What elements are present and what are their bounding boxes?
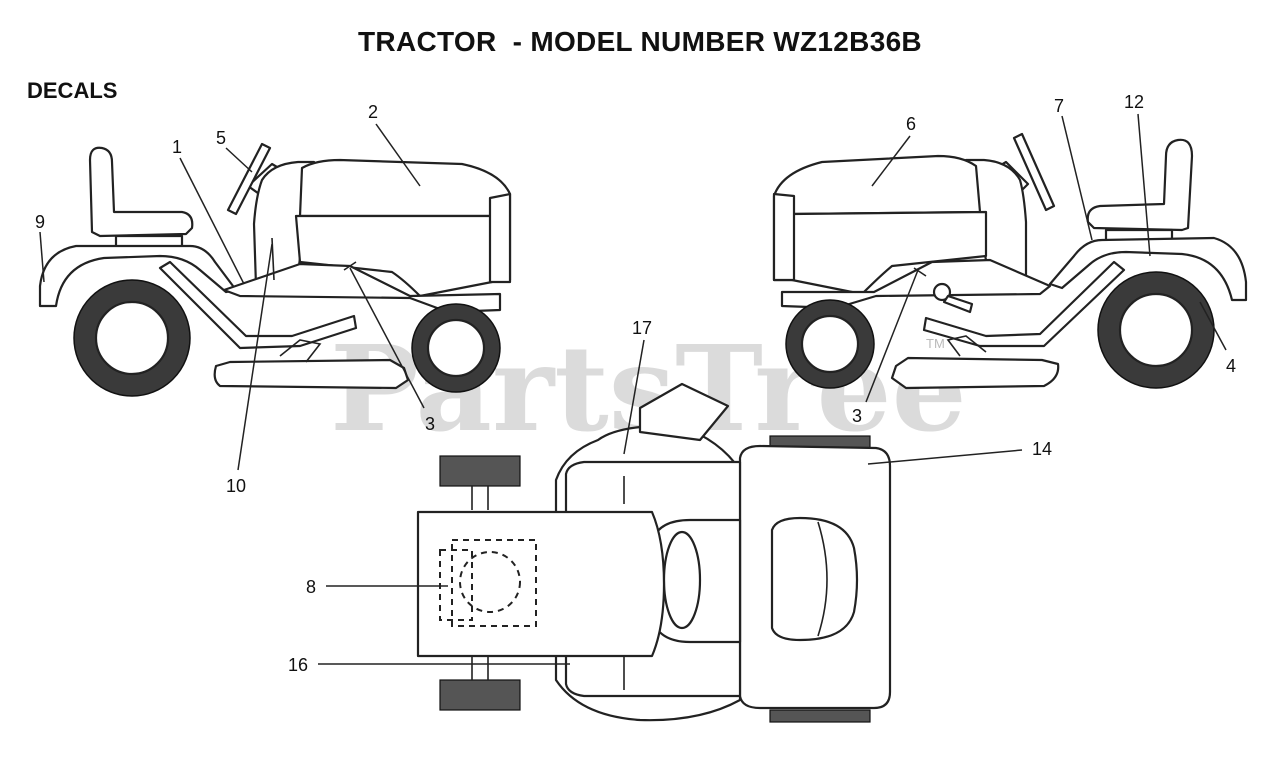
left-front-wheel (411, 303, 501, 393)
left-seat (88, 146, 194, 238)
right-grille (772, 192, 796, 282)
leader-2 (375, 123, 421, 187)
right-lift-lever (932, 282, 974, 314)
top-seat (770, 516, 859, 642)
section-label-decals: DECALS (27, 78, 118, 103)
top-hood-decal-8-outline-inner (439, 549, 473, 621)
right-rear-body (1048, 236, 1248, 302)
top-steering-wheel (662, 530, 702, 630)
left-decal-3-outline (343, 261, 357, 271)
tractor-top-view (416, 382, 892, 723)
top-discharge-chute (638, 382, 730, 442)
top-front-wheel-bottom (439, 679, 521, 711)
right-mower-deck (890, 356, 1060, 390)
leader-5 (225, 147, 253, 173)
leader-10 (237, 243, 273, 471)
right-decal-3-outline (913, 267, 927, 277)
callout-16: 16 (288, 655, 308, 675)
top-hood-decal-8-outline (451, 539, 537, 627)
top-hood (416, 510, 666, 658)
tractor-left-side-view (38, 142, 512, 397)
leader-12 (1137, 113, 1151, 257)
right-seat (1086, 138, 1194, 232)
leader-7 (1061, 115, 1093, 241)
top-front-axle-bottom (471, 656, 489, 680)
right-rear-wheel (1097, 271, 1215, 389)
leader-9 (39, 231, 45, 283)
leader-lines (39, 113, 1227, 665)
right-front-wheel (785, 299, 875, 389)
callout-17: 17 (632, 318, 652, 338)
right-hood-side (790, 210, 988, 296)
leader-17 (623, 339, 645, 455)
left-lower-body (222, 262, 502, 314)
callout-14: 14 (1032, 439, 1052, 459)
top-hood-gas-cap-decal (459, 551, 521, 613)
leader-1 (179, 157, 245, 285)
left-hood-side (294, 214, 494, 298)
tractor-right-side-view (772, 132, 1248, 390)
callout-1: 1 (172, 137, 182, 157)
callout-3-left: 3 (425, 414, 435, 434)
right-lower-body (780, 258, 1052, 310)
watermark-trademark: TM (926, 336, 945, 351)
callout-10: 10 (226, 476, 246, 496)
callout-5: 5 (216, 128, 226, 148)
top-front-wheel-top (439, 455, 521, 487)
callout-7: 7 (1054, 96, 1064, 116)
top-seat-back (817, 521, 828, 637)
callout-4: 4 (1226, 356, 1236, 376)
callout-8: 8 (306, 577, 316, 597)
right-steering-wheel (1012, 132, 1056, 212)
callout-12: 12 (1124, 92, 1144, 112)
callout-2: 2 (368, 102, 378, 122)
callout-9: 9 (35, 212, 45, 232)
leader-3-left (349, 267, 425, 409)
leader-14 (867, 449, 1023, 465)
diagram-title: TRACTOR - MODEL NUMBER WZ12B36B (358, 26, 922, 57)
left-frame (158, 260, 358, 350)
left-grille (488, 192, 512, 284)
left-rear-body (38, 244, 238, 308)
left-deck-hanger (279, 339, 322, 363)
callout-6: 6 (906, 114, 916, 134)
leader-6 (871, 135, 911, 187)
leader-3-right (865, 269, 919, 403)
callout-3-right: 3 (852, 406, 862, 426)
right-frame (922, 260, 1126, 348)
left-steering-wheel (226, 142, 272, 216)
left-rear-wheel (73, 279, 191, 397)
top-front-axle-top (471, 486, 489, 510)
top-rear-wheel-bottom (769, 709, 871, 723)
leader-4 (1199, 301, 1227, 351)
left-mower-deck (213, 358, 410, 390)
right-deck-hanger (946, 335, 987, 357)
callout-numbers: 1 2 3 5 9 10 6 7 12 3 4 17 14 8 16 (35, 92, 1236, 675)
